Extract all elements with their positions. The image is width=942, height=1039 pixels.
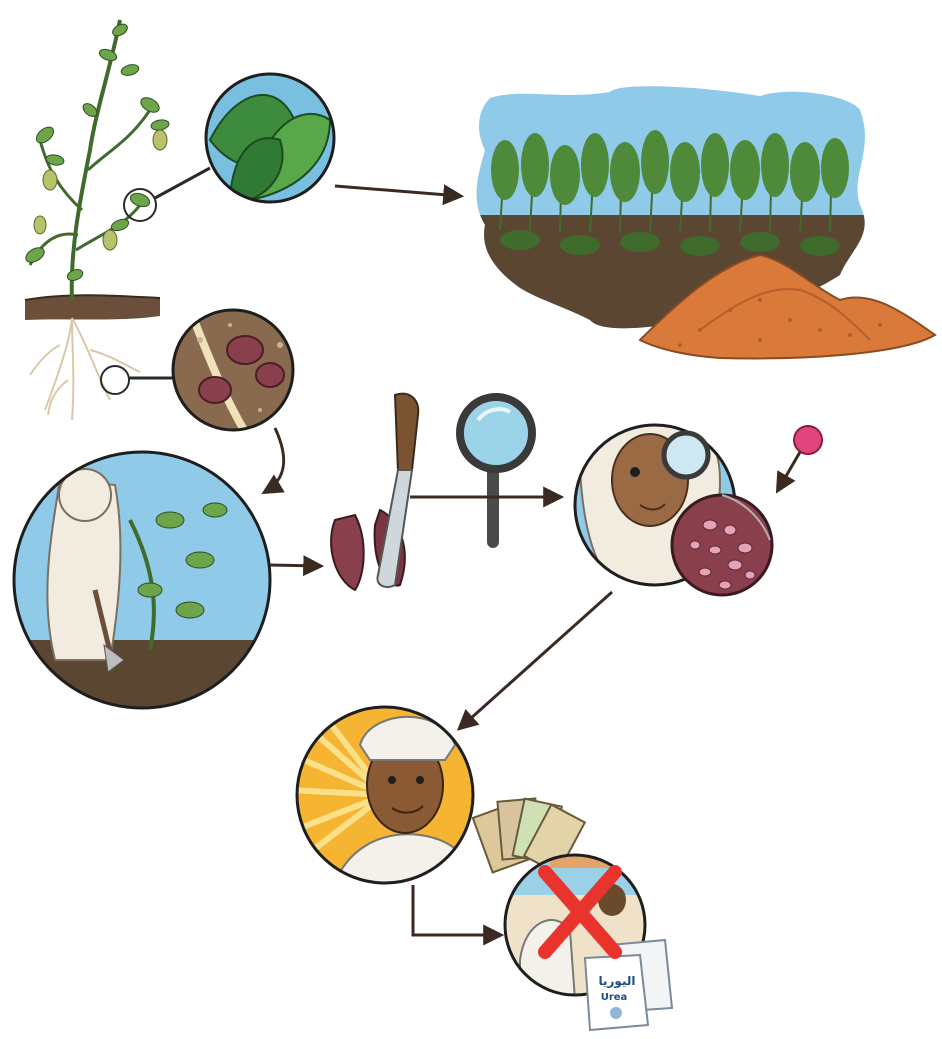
smiling-farmer: [290, 707, 480, 900]
urea-bag-front: اليوريا Urea: [585, 955, 648, 1030]
no-urea-purchase: اليوريا Urea: [505, 850, 672, 1030]
arrow-woman-to-farmer: [460, 592, 612, 728]
magnifying-glass: [460, 397, 532, 548]
urea-latin-label: Urea: [601, 992, 628, 1003]
arrow-leaf-to-field: [335, 186, 460, 196]
arrow-nodule-to-farmer: [265, 428, 284, 492]
knife-cutting-nodule: [331, 394, 418, 590]
urea-arabic-label: اليوريا: [599, 974, 636, 989]
arrow-farmer-to-knife: [270, 565, 320, 566]
pink-marker: [778, 426, 822, 490]
leaf-closeup: [206, 74, 334, 205]
field-with-compost: [470, 80, 935, 358]
woman-inspecting-nodule: [575, 412, 772, 600]
farmer-digging: [10, 452, 280, 730]
arrow-farmer-to-shop: [413, 885, 500, 935]
root-nodule-closeup: [173, 310, 293, 440]
